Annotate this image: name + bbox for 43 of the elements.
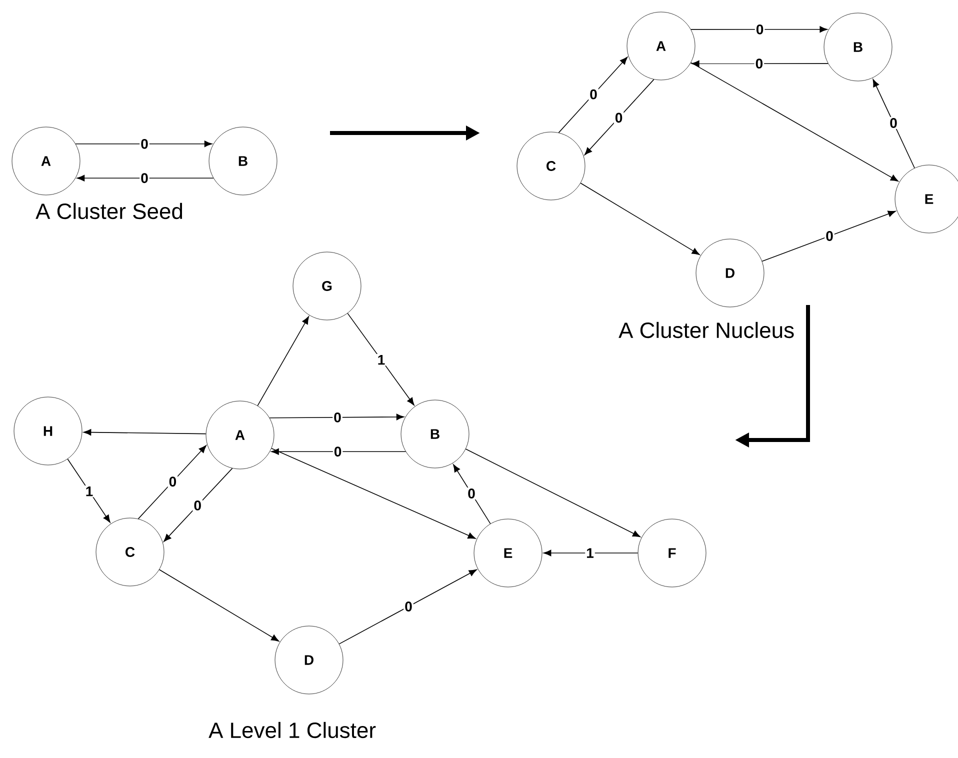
edge-label: 0 [404, 600, 414, 612]
edge-label: 0 [192, 500, 202, 512]
edge-label: 0 [140, 172, 150, 184]
caption: A Cluster Seed [36, 202, 182, 220]
edge-label: 0 [168, 476, 178, 488]
arrow [67, 458, 110, 523]
arrow [271, 448, 476, 539]
arrow [158, 569, 280, 642]
arrow [584, 79, 654, 156]
arrow [872, 79, 915, 168]
caption: A Level 1 Cluster [208, 722, 376, 738]
arrow [271, 448, 406, 455]
edge-label: 0 [332, 411, 342, 424]
arrow [543, 550, 638, 556]
edge-label: 0 [754, 58, 764, 70]
arrow [76, 174, 214, 182]
arrow [580, 182, 700, 255]
edge-label: 0 [614, 112, 624, 124]
arrow [138, 445, 206, 520]
edge-label: 0 [888, 117, 898, 129]
edge-label: 1 [585, 547, 595, 559]
arrow [347, 312, 414, 406]
arrow [83, 429, 206, 436]
edge-label: 0 [588, 88, 598, 100]
edge-label: 1 [84, 486, 94, 498]
arrow [338, 569, 477, 644]
arrow [558, 56, 628, 134]
arrow [690, 62, 898, 182]
edge-label: 0 [824, 230, 834, 242]
arrow [762, 210, 896, 262]
arrow [453, 464, 491, 524]
edge-label: 0 [754, 23, 765, 36]
arrow [465, 448, 641, 538]
arrow [692, 60, 828, 67]
arrow [164, 468, 233, 542]
arrow [75, 140, 212, 148]
edge-label: 0 [332, 446, 343, 458]
arrow [257, 316, 309, 406]
arrow [269, 414, 404, 420]
edge-label: 0 [466, 488, 476, 500]
edge-label: 0 [140, 138, 150, 150]
arrow [690, 26, 828, 33]
edge-label: 1 [376, 354, 386, 366]
